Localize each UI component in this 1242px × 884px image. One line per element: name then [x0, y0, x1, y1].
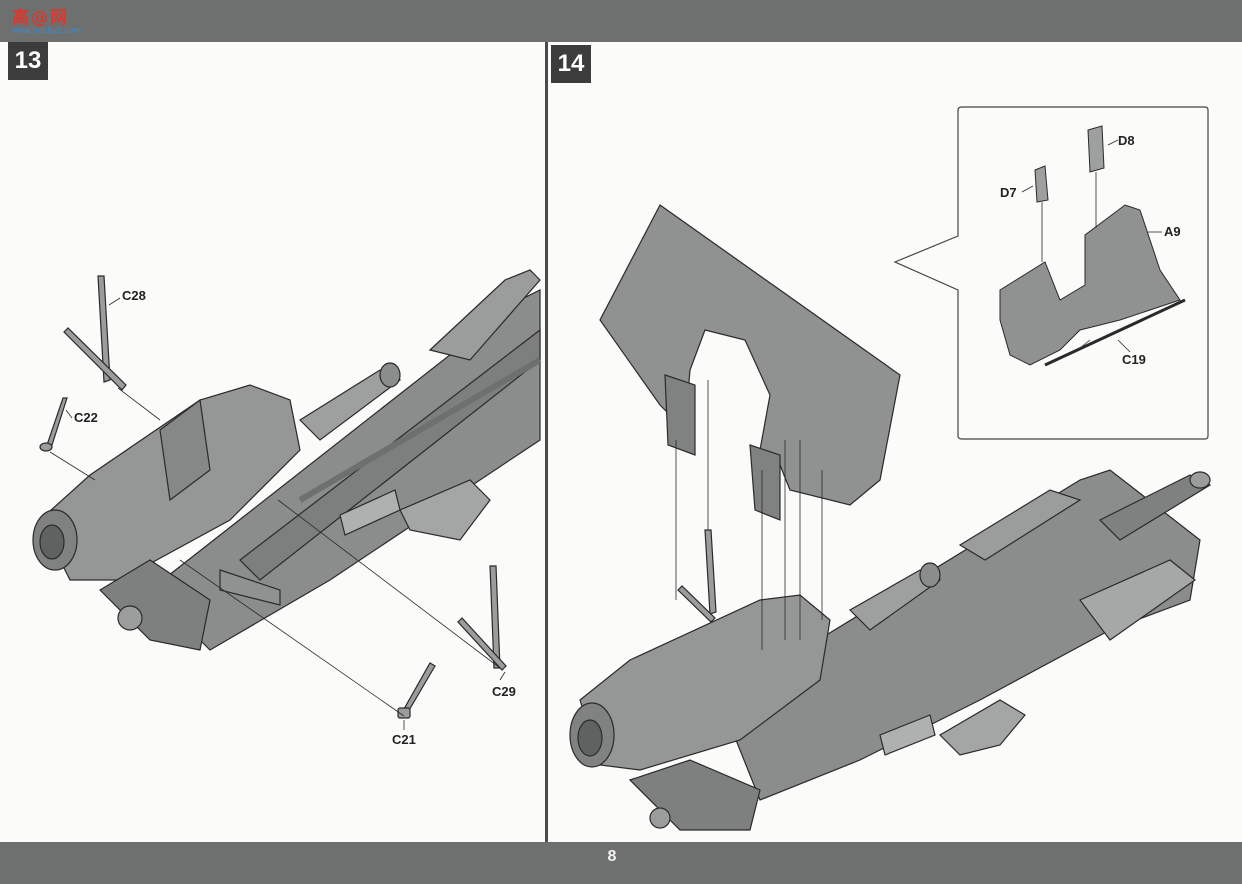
part-label-c21: C21 [392, 732, 416, 747]
part-label-c28: C28 [122, 288, 146, 303]
shield-a9-drawing [599, 204, 901, 521]
part-label-a9: A9 [1164, 224, 1181, 239]
step-13-loose-parts [39, 275, 507, 719]
watermark-text: 高@网 [12, 8, 69, 28]
part-label-c19: C19 [1122, 352, 1146, 367]
step-14-number: 14 [551, 45, 591, 83]
bottom-bar [0, 842, 1242, 884]
page-number: 8 [607, 848, 617, 865]
part-label-d7: D7 [1000, 185, 1017, 200]
detail-inset [893, 106, 1209, 440]
step-13-number: 13 [8, 42, 48, 80]
part-label-c22: C22 [74, 410, 98, 425]
panel-divider [545, 42, 548, 842]
step-14-assembly-drawing [569, 469, 1212, 831]
watermark-subtext: www.hobbyz.com [11, 26, 82, 35]
step-13-guide-lines [49, 297, 506, 730]
part-label-d8: D8 [1118, 133, 1135, 148]
top-bar [0, 0, 1242, 42]
step-14-loose-parts [677, 529, 717, 623]
step-13-assembly-drawing [32, 269, 542, 651]
watermark-logo: 高@网 www.hobbyz.com [4, 3, 81, 39]
part-label-c29: C29 [492, 684, 516, 699]
step-14-guide-lines [675, 380, 823, 650]
